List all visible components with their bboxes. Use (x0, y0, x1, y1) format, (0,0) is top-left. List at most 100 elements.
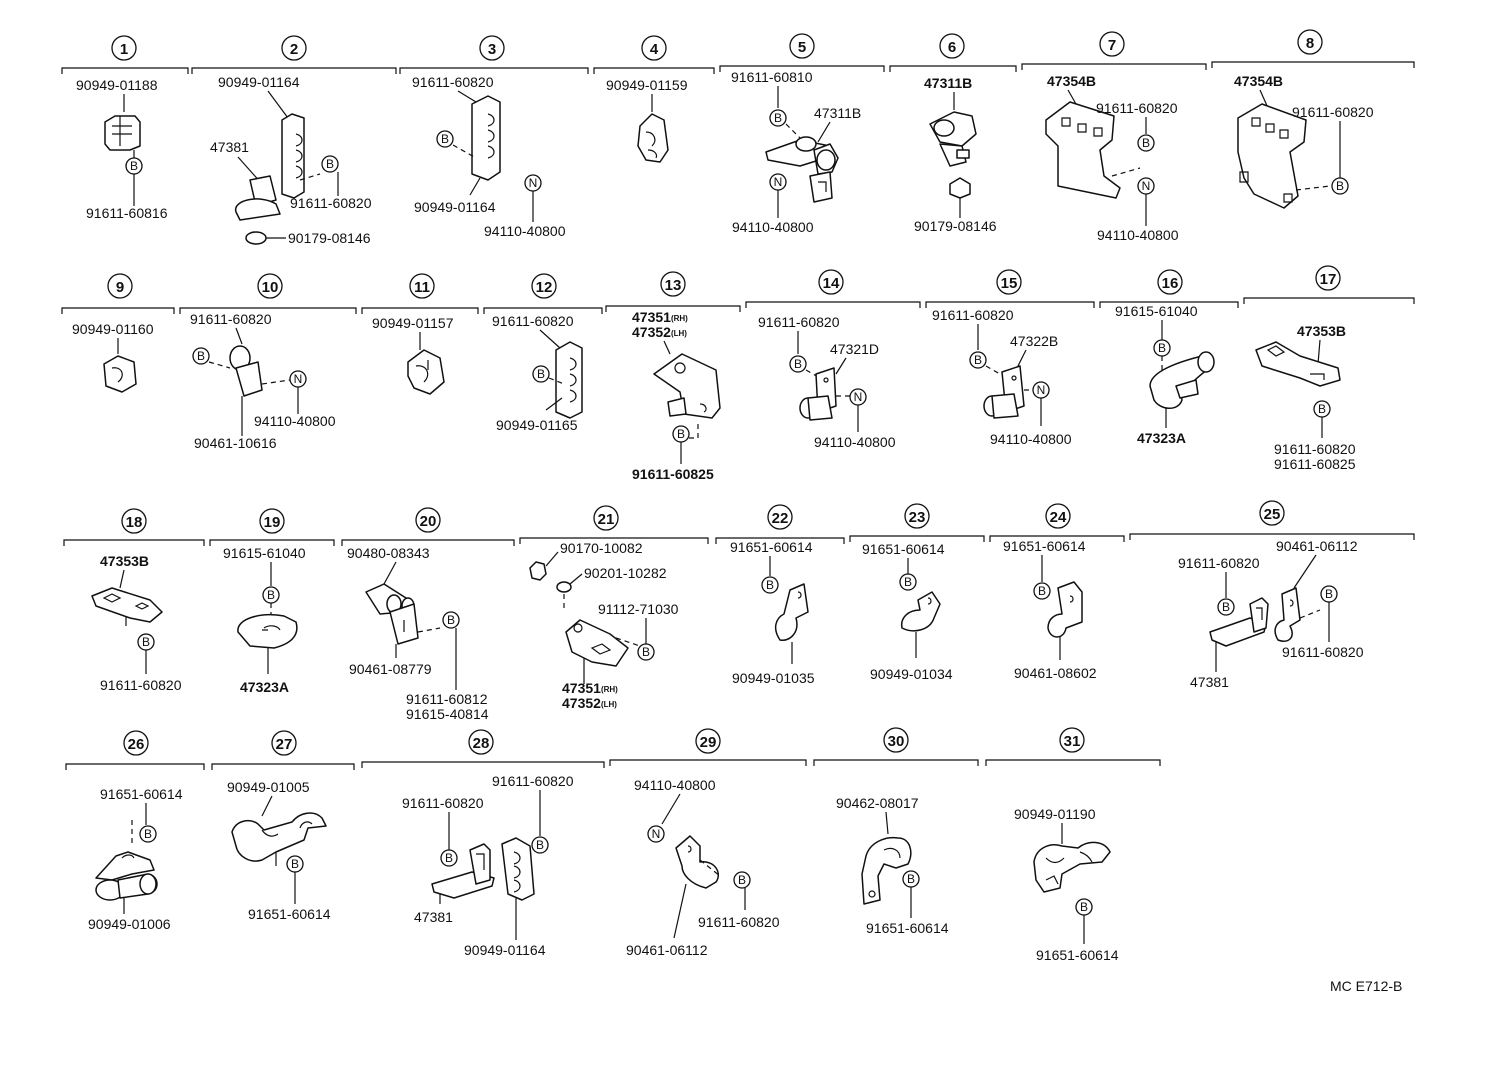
group-19: 19 91615-61040 B 47323A (209, 508, 335, 695)
nut-symbol: N (529, 176, 538, 190)
group-24: 24 91651-60614 B 90461-08602 (989, 503, 1125, 681)
group-28: 28 91611-60820 B 91611-60820 B 47381 909… (361, 729, 605, 958)
group-number: 15 (1001, 275, 1018, 292)
group-5: 5 91611-60810 B 47311B N 94110-40800 (719, 33, 885, 235)
part-label: 90461-06112 (626, 942, 708, 958)
part-label: 90170-10082 (560, 540, 643, 556)
part-label: 91611-60820 (758, 314, 840, 330)
part-label: 47354B (1234, 73, 1283, 89)
group-8: 8 47354B 91611-60820 B (1211, 29, 1415, 209)
group-16: 16 91615-61040 B 47323A (1099, 269, 1239, 446)
part-label: 91611-60825 (1274, 456, 1356, 472)
part-label: 91615-61040 (223, 545, 306, 561)
group-20: 20 90480-08343 90461-08779 B 91611-60812… (341, 507, 515, 722)
part-label: 47354B (1047, 73, 1096, 89)
part-label: 90949-01164 (464, 942, 546, 958)
part-label: 90461-08602 (1014, 665, 1097, 681)
part-label: 90461-10616 (194, 435, 277, 451)
bolt-symbol: B (142, 635, 150, 649)
nut-symbol: N (854, 390, 863, 404)
group-number: 8 (1306, 35, 1314, 52)
bolt-symbol: B (794, 357, 802, 371)
group-number: 16 (1162, 275, 1179, 292)
group-number: 26 (128, 736, 145, 753)
part-label: 90461-06112 (1276, 538, 1358, 554)
part-label: 94110-40800 (1097, 227, 1179, 243)
part-label: 94110-40800 (634, 777, 716, 793)
group-7: 7 47354B 91611-60820 B N 94110-40800 (1021, 31, 1207, 243)
group-15: 15 91611-60820 B 47322B N 94110-40800 (925, 269, 1095, 447)
group-number: 18 (126, 514, 143, 531)
bolt-symbol: B (1142, 136, 1150, 150)
group-26: 26 91651-60614 B 90949-01006 (65, 730, 205, 932)
nut-symbol: N (1142, 179, 1151, 193)
bolt-symbol: B (447, 613, 455, 627)
bolt-symbol: B (537, 367, 545, 381)
part-label: 47381 (210, 139, 249, 155)
group-30: 30 90462-08017 B 91651-60614 (813, 727, 979, 936)
part-label: 90461-08779 (349, 661, 432, 677)
group-number: 27 (276, 736, 293, 753)
part-label: 90949-01005 (227, 779, 310, 795)
part-label: 94110-40800 (484, 223, 566, 239)
group-number: 7 (1108, 37, 1116, 54)
bolt-symbol: B (144, 827, 152, 841)
bolt-symbol: B (904, 575, 912, 589)
group-number: 25 (1264, 506, 1281, 523)
group-11: 11 90949-01157 (361, 273, 479, 395)
group-number: 30 (888, 733, 905, 750)
part-label: 91611-60812 (406, 691, 488, 707)
bolt-symbol: B (738, 873, 746, 887)
group-4: 4 90949-01159 (593, 35, 715, 163)
part-label: 91651-60614 (248, 906, 331, 922)
group-2: 2 90949-01164 47381 B 91611-60820 90179-… (191, 35, 397, 246)
group-number: 23 (909, 509, 926, 526)
group-number: 24 (1050, 509, 1067, 526)
part-label: 91611-60810 (731, 69, 813, 85)
part-label: 90462-08017 (836, 795, 919, 811)
part-label: 90949-01006 (88, 916, 171, 932)
bolt-symbol: B (1325, 587, 1333, 601)
part-label: 91611-60820 (698, 914, 780, 930)
group-number: 6 (948, 39, 956, 56)
part-label: 90949-01165 (496, 417, 578, 433)
group-number: 29 (700, 734, 717, 751)
nut-symbol: N (774, 175, 783, 189)
part-label: 91611-60820 (1178, 555, 1260, 571)
group-number: 11 (414, 279, 430, 296)
group-17: 17 47353B B 91611-60820 91611-60825 (1243, 265, 1415, 472)
group-3: 3 91611-60820 B 90949-01164 N 94110-4080… (399, 35, 589, 239)
bolt-symbol: B (536, 838, 544, 852)
part-label: 91611-60820 (190, 311, 272, 327)
group-number: 22 (772, 510, 789, 527)
part-label: 47381 (1190, 674, 1229, 690)
part-label: 91611-60820 (1292, 104, 1374, 120)
group-6: 6 47311B 90179-08146 (889, 33, 1017, 234)
part-label: 91611-60820 (290, 195, 372, 211)
group-number: 14 (823, 275, 840, 292)
nut-symbol: N (1037, 383, 1046, 397)
part-label: 94110-40800 (732, 219, 814, 235)
part-label: 91611-60820 (1282, 644, 1364, 660)
group-number: 2 (290, 41, 298, 58)
bolt-symbol: B (907, 872, 915, 886)
part-label: 47351(RH) (562, 680, 618, 696)
group-12: 12 91611-60820 B 90949-01165 (483, 273, 603, 433)
part-label: 90949-01159 (606, 77, 688, 93)
group-number: 21 (598, 511, 615, 528)
part-label: 94110-40800 (990, 431, 1072, 447)
part-label: 91611-60820 (402, 795, 484, 811)
part-label: 94110-40800 (814, 434, 896, 450)
group-25: 25 90461-06112 91611-60820 B B 91611-608… (1129, 500, 1415, 690)
group-29: 29 94110-40800 N B 91611-60820 90461-061… (609, 728, 807, 958)
group-number: 17 (1320, 271, 1337, 288)
bolt-symbol: B (774, 111, 782, 125)
group-number: 19 (264, 514, 281, 531)
part-label: 90949-01157 (372, 315, 454, 331)
bolt-symbol: B (974, 353, 982, 367)
part-label: 47321D (830, 341, 879, 357)
part-label: 91651-60614 (100, 786, 183, 802)
group-number: 4 (650, 41, 659, 58)
group-number: 31 (1064, 733, 1081, 750)
